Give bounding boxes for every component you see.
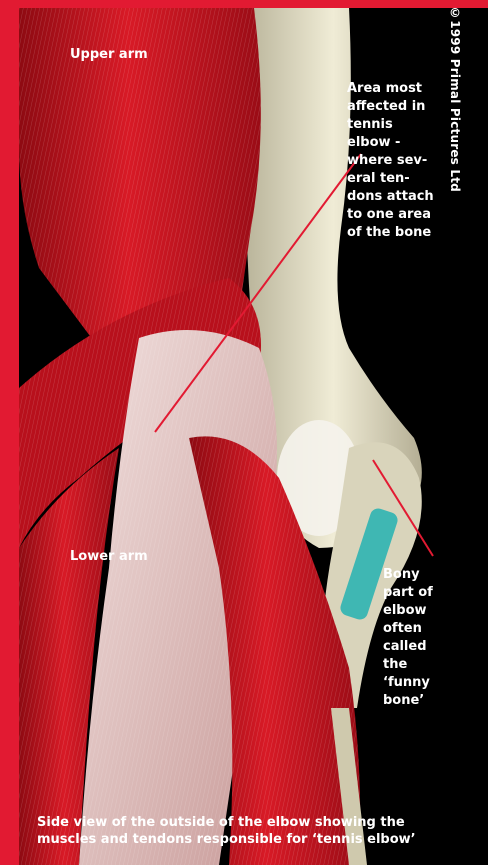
copyright-credit: ©1999 Primal Pictures Ltd [448,6,462,192]
funny-bone-label: Bony part of elbow often called the ‘fun… [383,566,463,710]
tennis-elbow-area-label: Area most affected in tennis elbow - whe… [347,80,459,242]
figure-caption: Side view of the outside of the elbow sh… [37,814,487,848]
caption-line-1: Side view of the outside of the elbow sh… [37,814,487,831]
lower-arm-label: Lower arm [70,548,148,566]
caption-line-2: muscles and tendons responsible for ‘ten… [37,831,487,848]
upper-arm-label: Upper arm [70,46,148,64]
